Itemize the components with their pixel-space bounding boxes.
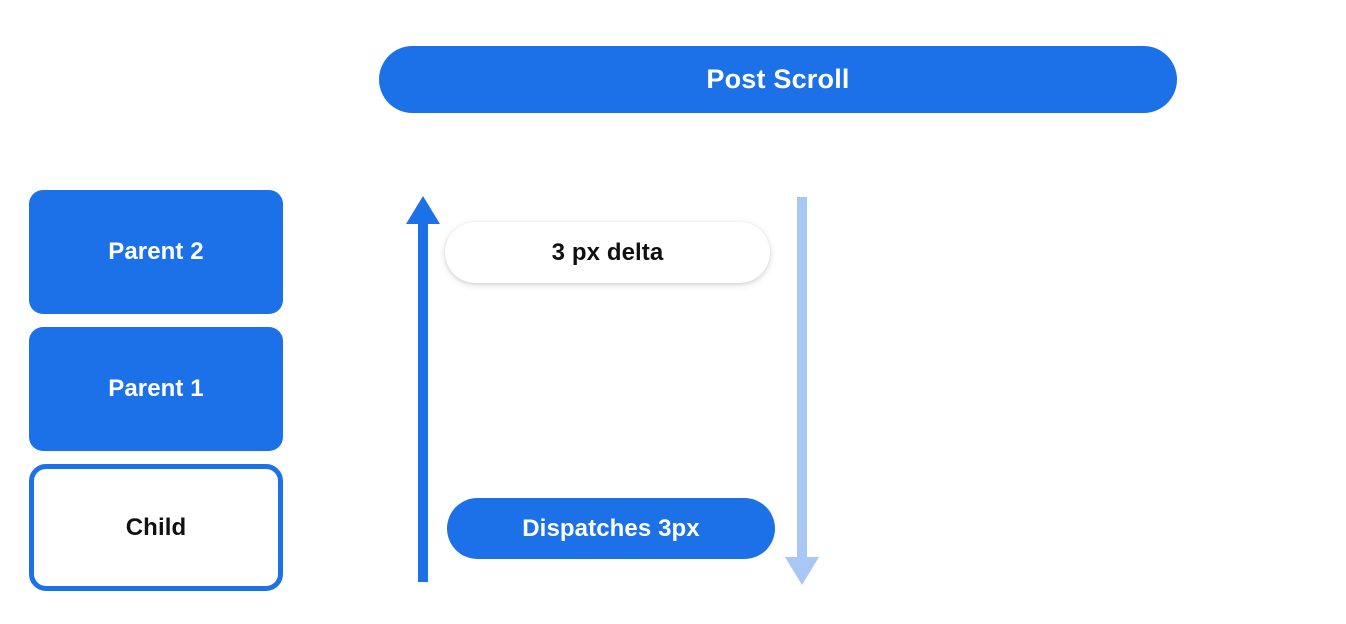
scroll-up-arrow <box>406 196 440 582</box>
post-scroll-header: Post Scroll <box>379 46 1177 113</box>
box-child: Child <box>29 464 283 591</box>
scroll-down-arrow <box>785 197 819 585</box>
element-stack: Parent 2 Parent 1 Child <box>29 190 283 591</box>
dispatch-pill: Dispatches 3px <box>447 498 775 559</box>
box-parent-2: Parent 2 <box>29 190 283 314</box>
box-parent-1-label: Parent 1 <box>108 375 204 402</box>
delta-pill-label: 3 px delta <box>551 238 664 266</box>
page-title: Post Scroll <box>706 64 850 94</box>
box-parent-2-label: Parent 2 <box>108 238 204 265</box>
box-child-label: Child <box>125 513 187 541</box>
box-parent-1: Parent 1 <box>29 327 283 451</box>
dispatch-pill-label: Dispatches 3px <box>522 514 700 542</box>
delta-pill: 3 px delta <box>445 222 770 283</box>
